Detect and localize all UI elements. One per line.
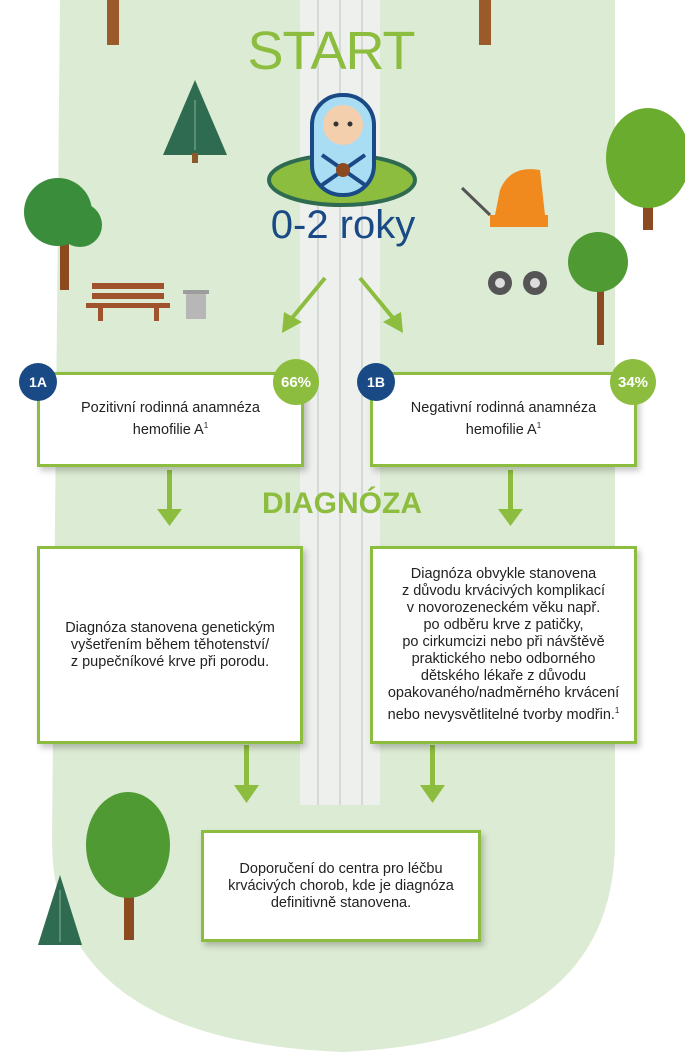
branch-1b-badge: 1B [357, 363, 395, 401]
branch-1a-box: Pozitivní rodinná anamnéza hemofilie A1 [37, 372, 304, 467]
branch-1a-text: Pozitivní rodinná anamnéza hemofilie A1 [81, 400, 260, 438]
diagnosis-left-box: Diagnóza stanovena genetickým vyšetřením… [37, 546, 303, 744]
tree-icon [24, 178, 102, 290]
pine-tree-icon [163, 80, 227, 163]
start-title: START [247, 21, 415, 81]
branch-1b-text: Negativní rodinná anamnéza hemofilie A1 [410, 400, 597, 438]
baby-icon [267, 93, 417, 207]
stroller-icon [460, 169, 548, 295]
final-box: Doporučení do centra pro léčbu krvácivýc… [201, 830, 481, 942]
final-text: Doporučení do centra pro léčbu krvácivýc… [228, 860, 454, 911]
age-label: 0-2 roky [270, 203, 416, 247]
branch-1a-badge: 1A [19, 363, 57, 401]
bench-icon [86, 283, 170, 321]
connector-arrows [157, 276, 523, 803]
branch-1b-box: Negativní rodinná anamnéza hemofilie A1 [370, 372, 637, 467]
branch-1b-percent: 34% [610, 359, 656, 405]
diagnosis-right-box: Diagnóza obvykle stanovena z důvodu krvá… [370, 546, 637, 744]
branch-1a-percent: 66% [273, 359, 319, 405]
diagnosis-heading: DIAGNÓZA [262, 487, 422, 520]
tree-icon [606, 108, 685, 230]
pine-tree-icon [38, 875, 82, 945]
diagnosis-right-text: Diagnóza obvykle stanovena z důvodu krvá… [387, 566, 620, 723]
diagnosis-left-text: Diagnóza stanovena genetickým vyšetřením… [65, 619, 275, 670]
trash-can-icon [183, 290, 209, 319]
tree-icon [86, 792, 170, 940]
tree-icon [568, 232, 628, 345]
